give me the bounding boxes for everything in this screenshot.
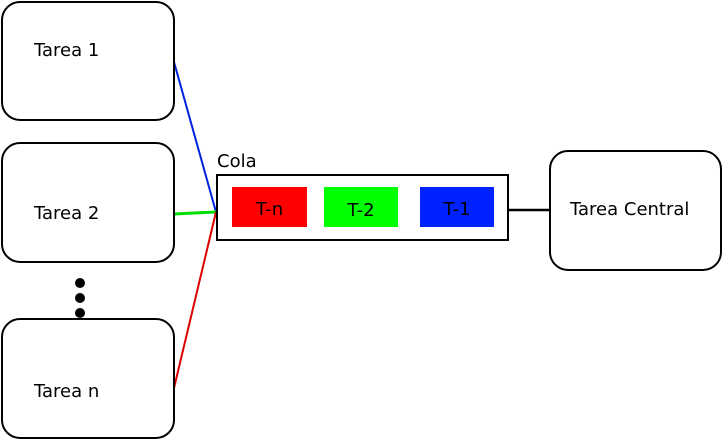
task-label: Tarea 1 [33, 40, 99, 61]
queue-box: T-n T-2 T-1 [216, 174, 509, 241]
connector-task-2 [173, 210, 217, 216]
queue-slot-t-2: T-2 [324, 187, 398, 227]
connector-task-1 [173, 61, 217, 213]
ellipsis-dots [75, 278, 85, 318]
task-box-n: Tarea n [1, 318, 175, 439]
central-task-label: Tarea Central [569, 199, 689, 220]
queue-label: Cola [217, 151, 257, 172]
queue-slot-label: T-n [255, 199, 283, 220]
connector-task-n [173, 211, 217, 389]
queue-slot-label: T-2 [346, 200, 374, 221]
queue-slot-t-n: T-n [232, 187, 307, 227]
task-label: Tarea n [33, 381, 99, 402]
task-label: Tarea 2 [33, 203, 99, 224]
central-task-box: Tarea Central [549, 150, 722, 271]
queue-slot-label: T-1 [442, 199, 470, 220]
task-box-2: Tarea 2 [1, 142, 175, 263]
queue-slot-t-1: T-1 [420, 187, 494, 227]
task-box-1: Tarea 1 [1, 1, 175, 121]
